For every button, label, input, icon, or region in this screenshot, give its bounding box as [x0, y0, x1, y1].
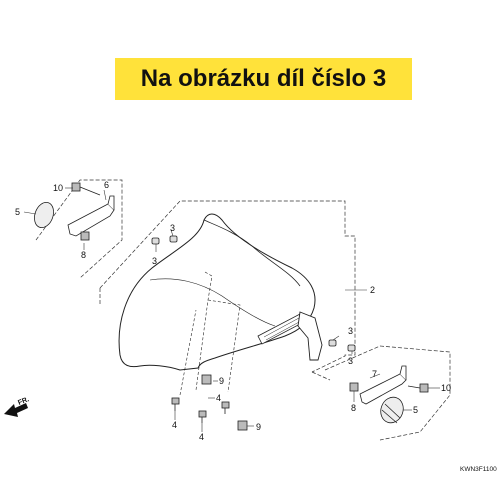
- callout-2: 2: [370, 285, 375, 295]
- callout-8-right: 8: [351, 403, 356, 413]
- leader-lines: [23, 187, 440, 432]
- callout-labels: 10 6 5 8 3 3 2 3 3 9 4 4 4 9 7 10 8 5: [15, 180, 451, 442]
- assembly-outline: [99, 200, 356, 381]
- callout-10-left: 10: [53, 183, 63, 193]
- callout-3-d: 3: [348, 356, 353, 366]
- part-number-banner: Na obrázku díl číslo 3: [115, 58, 412, 100]
- callout-3-b: 3: [152, 256, 157, 266]
- banner-text: Na obrázku díl číslo 3: [140, 65, 387, 92]
- callout-9-a: 9: [219, 376, 224, 386]
- front-direction-arrow: FR.: [4, 396, 30, 417]
- callout-5-left: 5: [15, 207, 20, 217]
- callout-3-c: 3: [348, 326, 353, 336]
- callout-8-left: 8: [81, 250, 86, 260]
- right-bracket-outline: [324, 345, 451, 441]
- callout-4-a: 4: [216, 393, 221, 403]
- callout-5-right: 5: [413, 405, 418, 415]
- callout-4-b: 4: [172, 420, 177, 430]
- left-bracket-outline: [35, 179, 123, 279]
- direction-label: FR.: [17, 396, 30, 407]
- callout-4-c: 4: [199, 432, 204, 442]
- callout-3-a: 3: [170, 223, 175, 233]
- callout-6: 6: [104, 180, 109, 190]
- callout-7: 7: [372, 369, 377, 379]
- hardware: [34, 182, 429, 431]
- callout-10-right: 10: [441, 383, 451, 393]
- callout-9-b: 9: [256, 422, 261, 432]
- diagram-code: KWN3F1100: [460, 466, 497, 473]
- front-fender: [118, 213, 323, 396]
